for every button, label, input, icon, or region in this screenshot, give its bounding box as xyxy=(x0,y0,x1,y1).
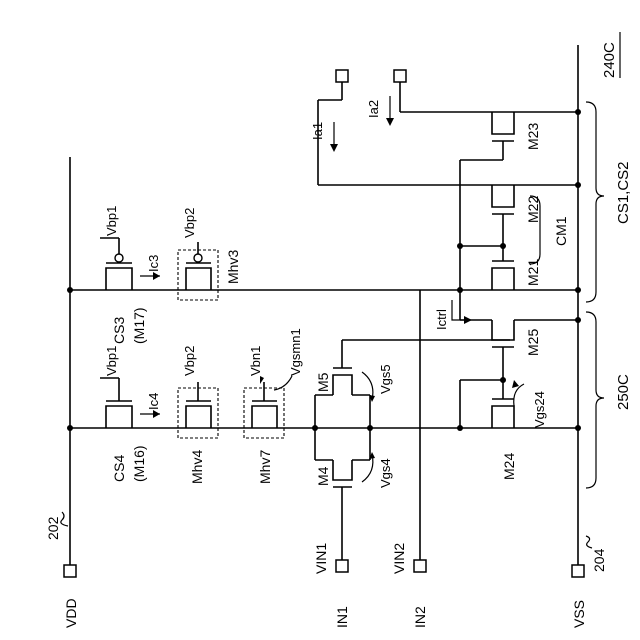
svg-text:IN1: IN1 xyxy=(334,606,350,628)
svg-text:Ia2: Ia2 xyxy=(366,100,381,118)
ic4-arrow: Ic4 xyxy=(140,393,161,418)
svg-text:Vgsmn1: Vgsmn1 xyxy=(288,328,303,376)
cs3-transistor: Vbp1 CS3 (M17) xyxy=(100,206,147,344)
ic3-arrow: Ic3 xyxy=(140,255,161,280)
svg-text:M23: M23 xyxy=(525,123,541,150)
svg-text:(M17): (M17) xyxy=(131,307,147,344)
svg-text:Vgs4: Vgs4 xyxy=(378,458,393,488)
block-250c-brace: 250C xyxy=(586,312,632,488)
m21-transistor: M21 xyxy=(492,246,541,290)
svg-text:VIN1: VIN1 xyxy=(313,543,329,574)
svg-text:240C: 240C xyxy=(601,42,618,78)
svg-text:M5: M5 xyxy=(315,372,331,392)
mhv7-transistor: Vbn1 Mhv7 Vgsmn1 xyxy=(244,328,303,484)
svg-text:Vgs24: Vgs24 xyxy=(532,391,547,428)
m25-transistor: M25 xyxy=(460,320,578,380)
svg-text:Vbp1: Vbp1 xyxy=(104,206,119,236)
vdd-label: VDD xyxy=(63,598,79,628)
vss-pin xyxy=(572,565,584,577)
svg-text:Mhv3: Mhv3 xyxy=(225,250,241,284)
svg-text:Ictrl: Ictrl xyxy=(434,309,449,330)
svg-text:M21: M21 xyxy=(525,259,541,286)
m23-transistor: M23 xyxy=(492,112,541,160)
vdd-ref: 202 xyxy=(45,516,61,540)
svg-text:Mhv4: Mhv4 xyxy=(189,450,205,484)
svg-text:M4: M4 xyxy=(315,466,331,486)
svg-text:Ic3: Ic3 xyxy=(146,255,161,272)
mhv3-transistor: Vbp2 Mhv3 xyxy=(178,208,241,300)
figure-label: 240C xyxy=(601,32,620,78)
svg-text:M24: M24 xyxy=(501,453,517,480)
m5-transistor: M5 Vgs5 xyxy=(315,340,510,402)
ictrl-arrow: Ictrl xyxy=(434,300,472,330)
svg-text:Vbn1: Vbn1 xyxy=(248,346,263,376)
svg-text:CM1: CM1 xyxy=(553,216,569,246)
ia2-pin: Ia2 xyxy=(366,70,578,126)
svg-text:Ia1: Ia1 xyxy=(310,122,325,140)
svg-text:Vbp2: Vbp2 xyxy=(182,346,197,376)
svg-text:Vbp2: Vbp2 xyxy=(182,208,197,238)
svg-text:Vbp1: Vbp1 xyxy=(104,346,119,376)
svg-text:CS1,CS2: CS1,CS2 xyxy=(615,161,632,224)
svg-text:Vgs5: Vgs5 xyxy=(378,364,393,394)
vdd-pin xyxy=(64,565,76,577)
mhv4-transistor: Vbp2 Mhv4 xyxy=(178,346,218,484)
vss-label: VSS xyxy=(571,600,587,628)
svg-text:IN2: IN2 xyxy=(412,606,428,628)
m22-transistor: M22 xyxy=(492,185,541,246)
vdd-ref-leader xyxy=(61,512,68,526)
svg-text:CS3: CS3 xyxy=(111,317,127,344)
svg-text:VIN2: VIN2 xyxy=(391,543,407,574)
svg-text:Mhv7: Mhv7 xyxy=(257,450,273,484)
vss-ref: 204 xyxy=(591,548,607,572)
svg-text:250C: 250C xyxy=(615,374,632,410)
svg-text:M25: M25 xyxy=(525,329,541,356)
svg-text:(M16): (M16) xyxy=(131,445,147,482)
in1-pin: IN1 VIN1 xyxy=(313,543,350,628)
svg-text:CS4: CS4 xyxy=(111,455,127,482)
cs12-brace: CS1,CS2 xyxy=(586,102,632,302)
svg-text:Ic4: Ic4 xyxy=(146,393,161,410)
vss-ref-leader xyxy=(586,536,592,548)
cs4-transistor: Vbp1 CS4 (M16) xyxy=(100,346,147,482)
